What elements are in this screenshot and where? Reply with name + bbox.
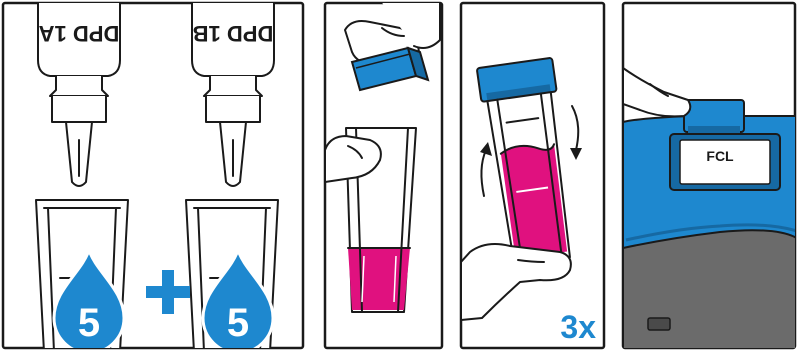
step-close-cuvette-panel [325, 0, 442, 348]
step-invert-mix-panel: 3x [461, 3, 604, 348]
meter-foot [648, 318, 670, 330]
repeat-count-label: 3x [560, 309, 596, 345]
drop-count-left: 5 [78, 301, 100, 345]
step-insert-meter-panel: FCL [623, 3, 798, 351]
bottle-label-left: DPD 1A [39, 21, 120, 46]
step-add-reagents-panel: DPD 1A DPD 1B [3, 0, 303, 351]
drop-count-right: 5 [227, 301, 249, 345]
bottle-label-right: DPD 1B [193, 21, 274, 46]
meter-display-text: FCL [706, 148, 734, 164]
